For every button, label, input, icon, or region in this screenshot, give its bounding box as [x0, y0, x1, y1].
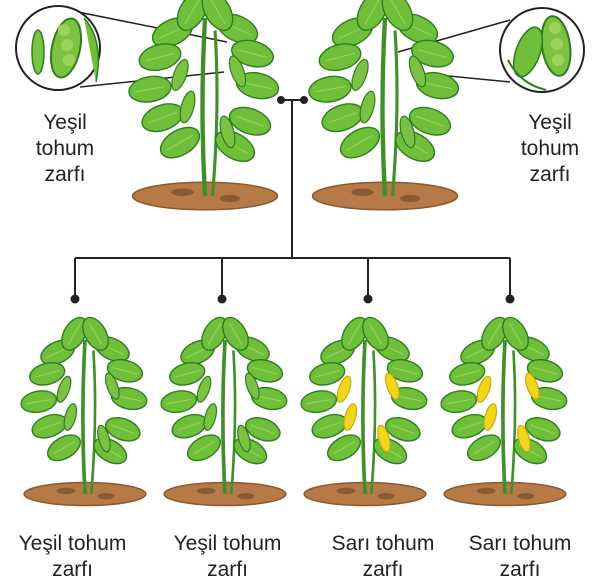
- parent-right-label: Yeşil tohum zarfı: [505, 110, 595, 188]
- offspring-dot-4: [506, 295, 515, 304]
- magnifier-right-lens: [500, 8, 584, 92]
- parent-plant-left: [127, 0, 281, 210]
- parent-cross-dot-right: [300, 96, 308, 104]
- offspring-2-label: Yeşil tohum zarfı: [160, 531, 295, 583]
- offspring-plant-3: [299, 313, 428, 505]
- offspring-dot-3: [364, 295, 373, 304]
- offspring-plant-2: [159, 313, 288, 505]
- parent-left-label: Yeşil tohum zarfı: [20, 110, 110, 188]
- offspring-3-label: Sarı tohum zarfı: [318, 531, 448, 583]
- offspring-4-label: Sarı tohum zarfı: [450, 531, 590, 583]
- offspring-plant-4: [439, 313, 568, 505]
- offspring-plant-1: [19, 313, 148, 505]
- magnifier-callouts: [16, 6, 584, 92]
- parent-plant-right: [307, 0, 461, 210]
- offspring-dot-2: [218, 295, 227, 304]
- offspring-1-label: Yeşil tohum zarfı: [5, 531, 140, 583]
- magnifier-left-lens: [16, 6, 100, 90]
- parent-cross-dot-left: [277, 96, 285, 104]
- offspring-dot-1: [71, 295, 80, 304]
